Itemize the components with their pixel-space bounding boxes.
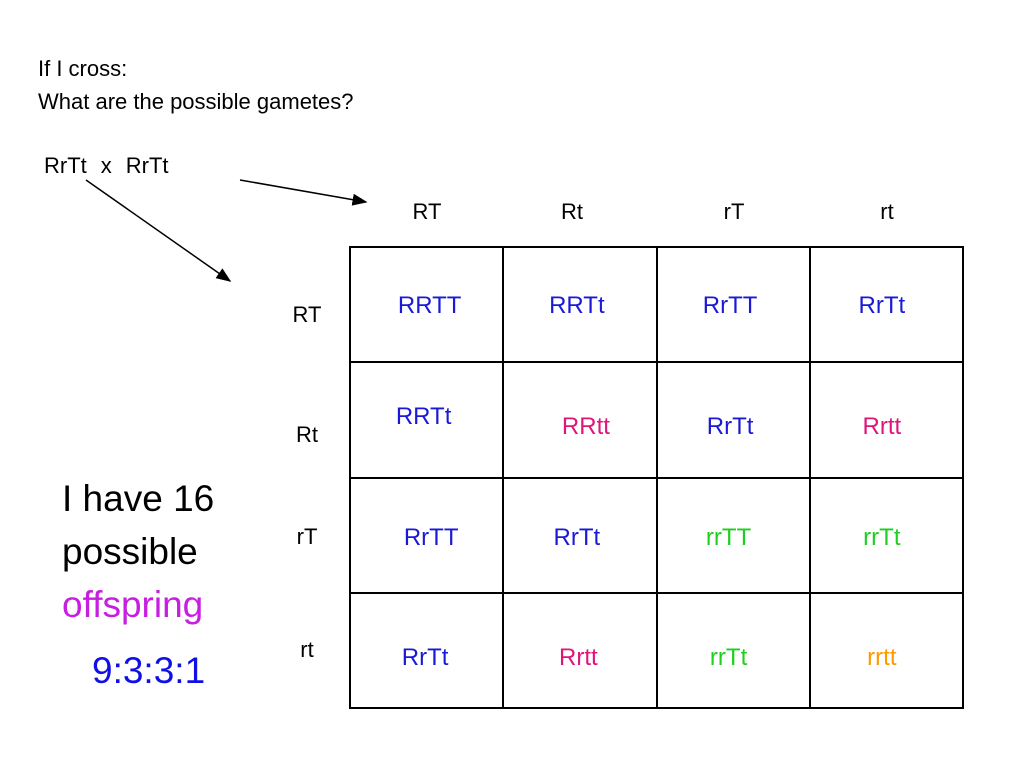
offspring-summary: I have 16 possible offspring bbox=[62, 472, 214, 631]
row-gamete-4: rt bbox=[300, 637, 314, 662]
punnett-cell: RrTt bbox=[809, 247, 963, 363]
parent-2-genotype: RrTt bbox=[125, 153, 169, 178]
column-gamete-4: rt bbox=[880, 199, 894, 224]
genotype: Rrtt bbox=[862, 413, 902, 441]
punnett-cell: rrTt bbox=[656, 592, 810, 708]
row-gamete-2: Rt bbox=[296, 422, 318, 447]
arrow-to-row-gametes bbox=[85, 179, 232, 282]
row-gamete-3: rT bbox=[296, 524, 318, 549]
punnett-cell: rrTt bbox=[809, 477, 963, 593]
punnett-square: RRTT RRTt RrTT RrTt RRTt RRtt RrTt Rrtt … bbox=[349, 246, 964, 709]
punnett-cell: RRtt bbox=[503, 362, 657, 478]
genotype: RRtt bbox=[561, 413, 610, 441]
punnett-cell: Rrtt bbox=[809, 362, 963, 478]
arrow-to-column-gametes bbox=[239, 179, 368, 206]
question-line-2: What are the possible gametes? bbox=[38, 89, 354, 114]
genotype: RrTT bbox=[702, 292, 758, 319]
genotype: RrTt bbox=[858, 292, 906, 319]
genotype: RRTt bbox=[549, 292, 605, 319]
genotype: rrTt bbox=[709, 643, 748, 671]
genotype: RRTt bbox=[395, 403, 452, 431]
punnett-cell: rrtt bbox=[809, 592, 963, 708]
summary-line-2: possible bbox=[62, 531, 198, 572]
column-gamete-1: RT bbox=[412, 199, 442, 224]
column-gamete-2: Rt bbox=[561, 199, 583, 224]
genotype: RRTT bbox=[397, 292, 462, 319]
summary-line-3: offspring bbox=[62, 584, 204, 625]
genotype: rrTT bbox=[705, 523, 752, 551]
punnett-cell: RrTT bbox=[656, 247, 810, 363]
genotype: RrTt bbox=[706, 413, 754, 441]
column-gamete-3: rT bbox=[723, 199, 745, 224]
punnett-cell: Rrtt bbox=[503, 592, 657, 708]
summary-line-1: I have 16 bbox=[62, 478, 215, 519]
genotype: RrTt bbox=[401, 643, 449, 671]
cross-operator: x bbox=[100, 153, 112, 178]
punnett-cell: rrTT bbox=[656, 477, 810, 593]
question-line-1: If I cross: bbox=[38, 56, 128, 81]
punnett-cell: RrTt bbox=[656, 362, 810, 478]
genotype: rrTt bbox=[863, 523, 901, 551]
punnett-cell: RrTT bbox=[350, 477, 504, 593]
parent-1-genotype: RrTt bbox=[44, 153, 87, 178]
genotype: RrTT bbox=[403, 523, 459, 551]
row-gamete-1: RT bbox=[292, 302, 322, 327]
genotype: rrtt bbox=[867, 643, 897, 671]
genotype: Rrtt bbox=[559, 643, 598, 671]
genotype: RrTt bbox=[553, 523, 601, 551]
punnett-cell: RRTt bbox=[503, 247, 657, 363]
punnett-cell: RrTt bbox=[350, 592, 504, 708]
punnett-cell: RrTt bbox=[503, 477, 657, 593]
phenotype-ratio: 9:3:3:1 bbox=[92, 650, 206, 691]
punnett-cell: RRTT bbox=[350, 247, 504, 363]
punnett-cell: RRTt bbox=[350, 362, 504, 478]
